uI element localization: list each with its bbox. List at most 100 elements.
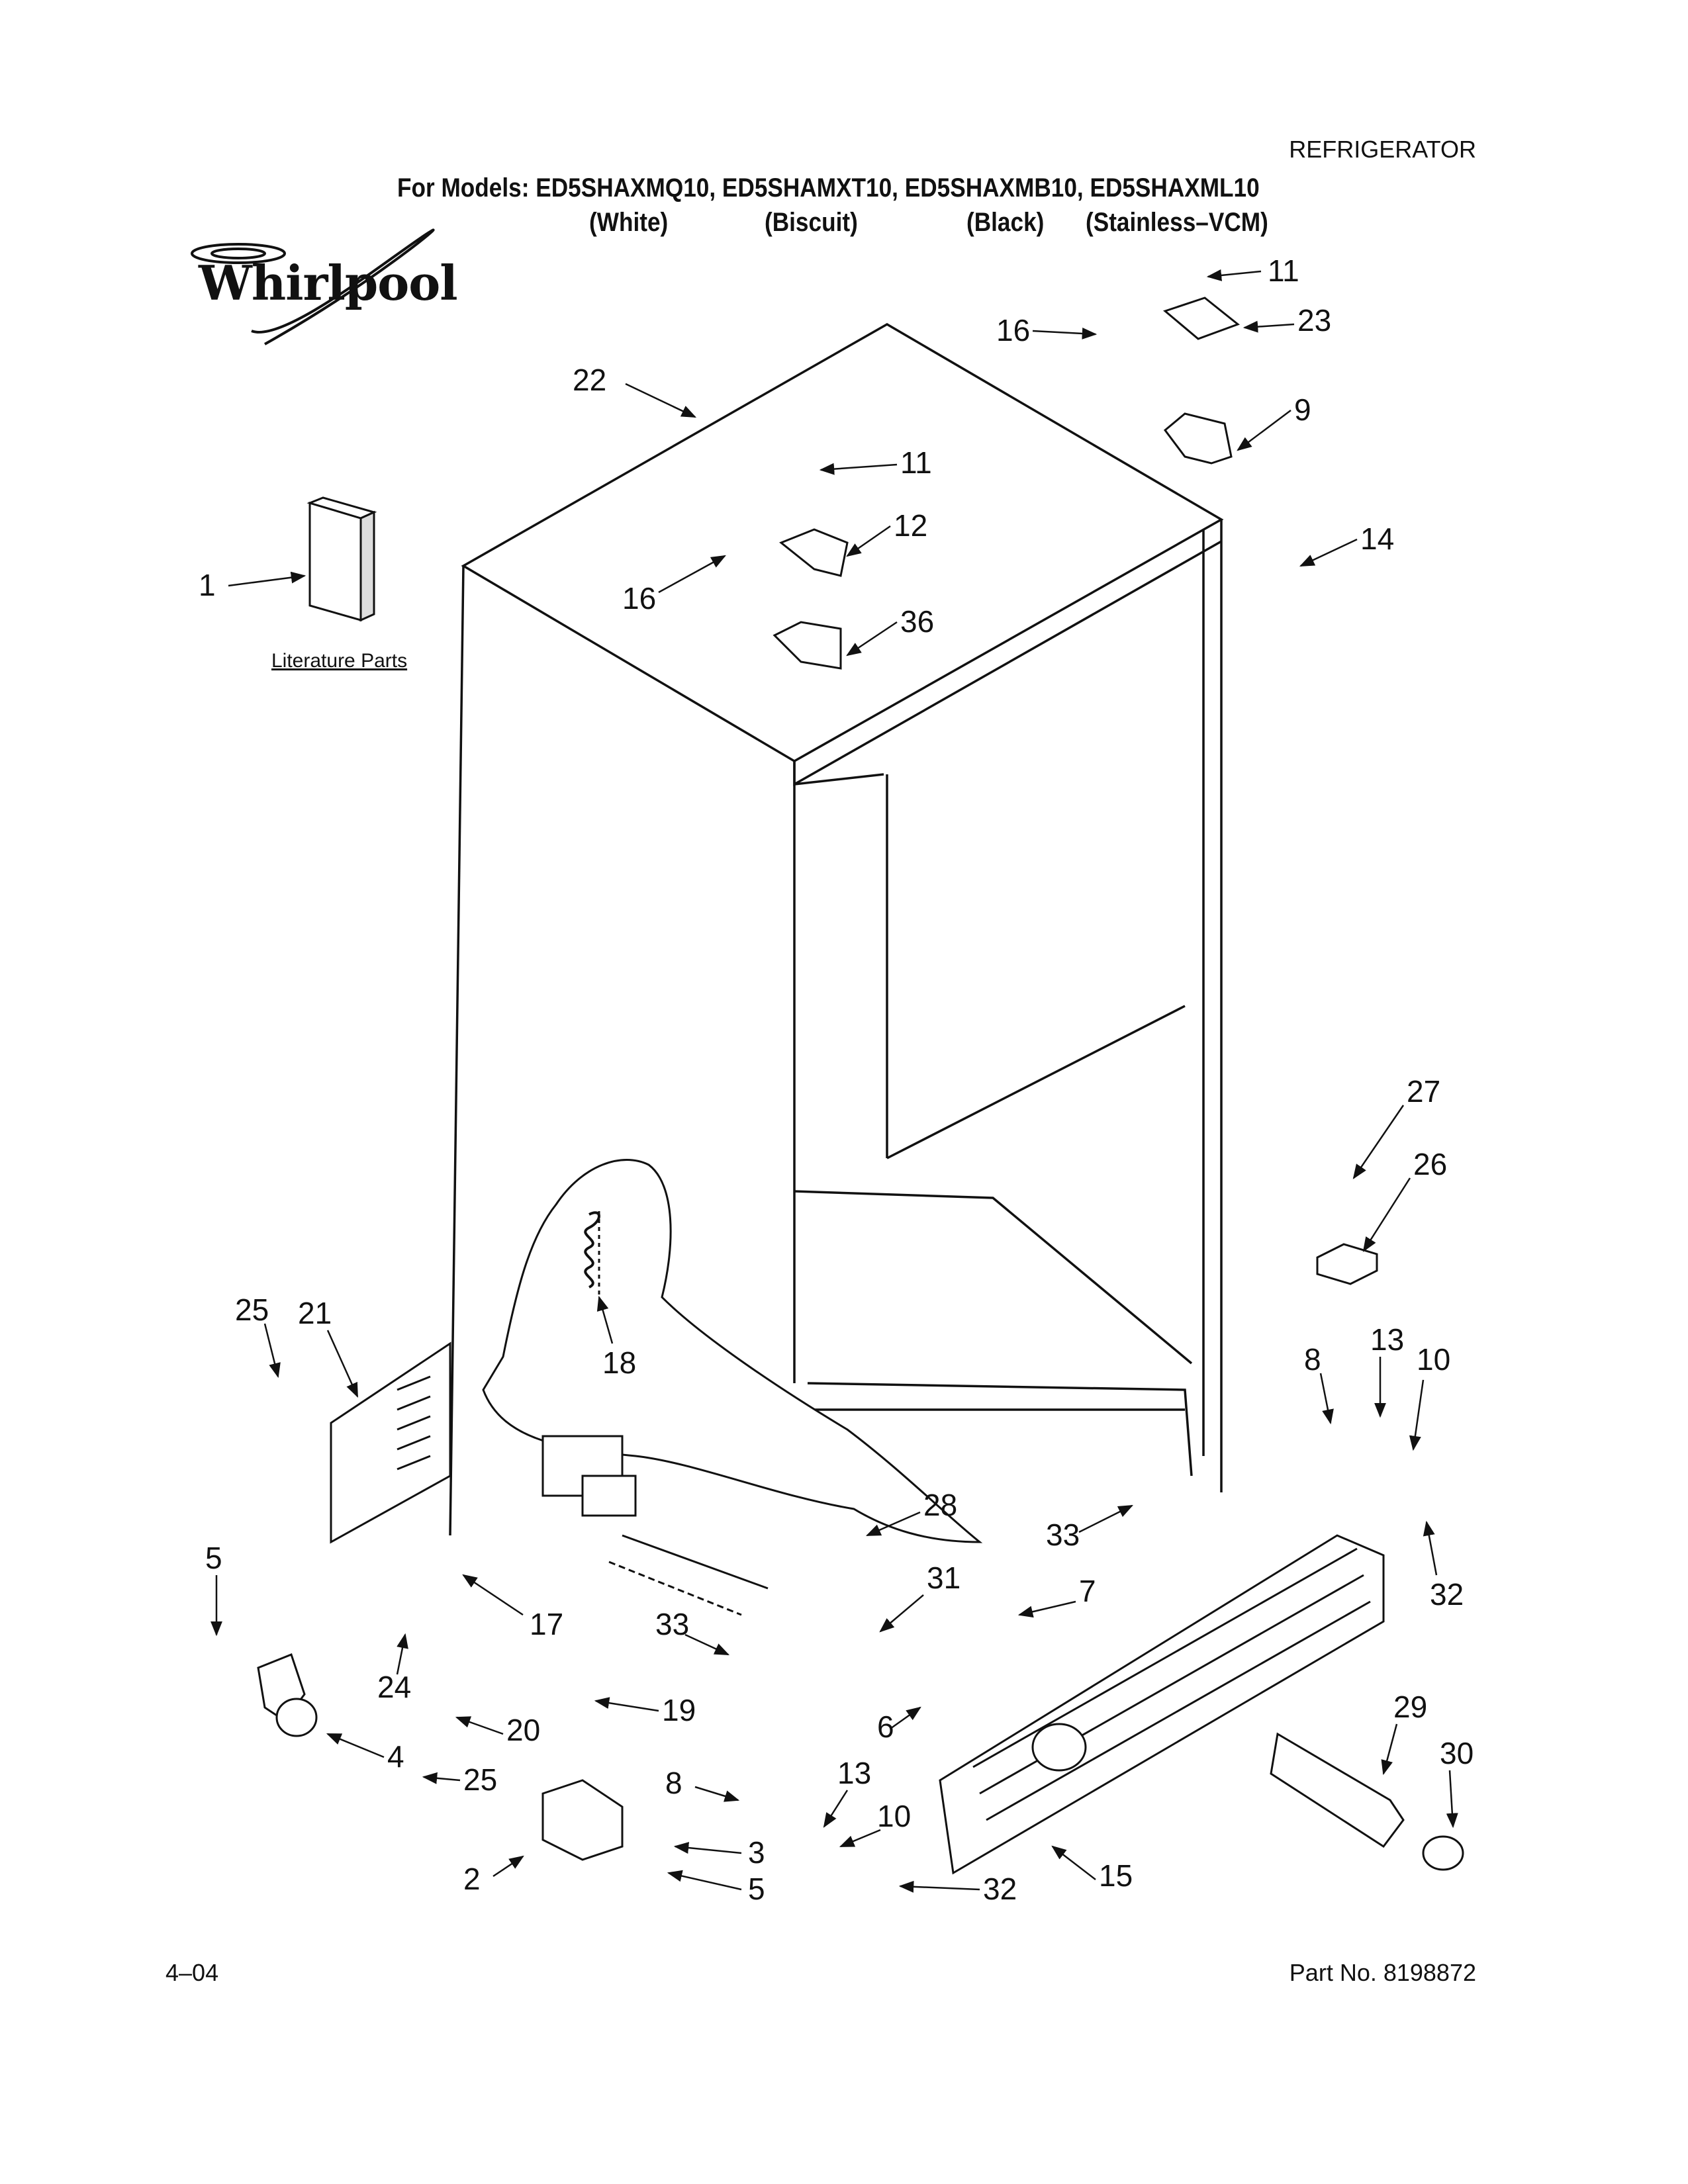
callout-c20: 20 [506, 1713, 540, 1747]
callout-c33a: 33 [1046, 1518, 1080, 1552]
callout-c29: 29 [1393, 1690, 1427, 1724]
callout-c1: 1 [199, 568, 216, 602]
leader-arrow-c30 [1446, 1770, 1458, 1829]
callout-c14: 14 [1360, 522, 1394, 556]
cutaway-view [482, 1159, 983, 1616]
leader-arrow-c9 [1237, 410, 1291, 451]
footer-part-number: Part No. 8198872 [1289, 1959, 1476, 1986]
leader-arrow-c24 [396, 1633, 408, 1675]
callout-c8a: 8 [1304, 1342, 1321, 1377]
callout-c16a: 16 [996, 313, 1030, 347]
leader-arrow-c10b [839, 1829, 881, 1848]
leader-arrow-c10a [1409, 1379, 1425, 1451]
leader-arrow-c28 [865, 1511, 921, 1537]
leader-arrow-c20 [455, 1716, 504, 1735]
leader-arrow-c4 [326, 1733, 385, 1758]
literature-parts-label: Literature Parts [271, 650, 408, 672]
leader-arrow-c2 [492, 1855, 524, 1878]
rear-panel [330, 1342, 451, 1544]
leader-arrow-c3 [673, 1842, 742, 1854]
leader-arrow-c11a [1206, 269, 1262, 281]
leader-arrow-c16a [1032, 327, 1098, 340]
leveling-bracket [541, 1779, 624, 1861]
leader-arrow-c16b [658, 555, 726, 594]
callout-c17: 17 [530, 1607, 563, 1641]
leader-arrow-c31 [879, 1594, 924, 1633]
leader-arrow-c6 [890, 1706, 921, 1730]
water-filter [1270, 1732, 1464, 1871]
leader-arrow-c11b [819, 463, 898, 475]
callout-c16b: 16 [622, 581, 656, 615]
leader-arrow-c8a [1319, 1373, 1334, 1425]
callout-c11a: 11 [1268, 253, 1299, 288]
leader-arrow-c26 [1362, 1177, 1411, 1252]
callout-c7: 7 [1079, 1574, 1096, 1608]
hinge-top-right [1162, 296, 1241, 465]
leader-arrow-c27 [1352, 1105, 1405, 1179]
callout-c13b: 13 [837, 1756, 871, 1790]
leader-arrow-c5b [667, 1870, 742, 1891]
callout-c21: 21 [298, 1296, 332, 1330]
leader-arrow-c18 [596, 1295, 614, 1344]
callout-c9: 9 [1294, 392, 1311, 427]
callout-c18: 18 [602, 1345, 636, 1380]
callout-c2: 2 [463, 1862, 481, 1896]
whirlpool-swirl-icon [191, 228, 435, 345]
color-stainless: (Stainless–VCM) [1086, 208, 1268, 237]
literature-booklet [306, 496, 377, 622]
callout-c31: 31 [927, 1561, 961, 1595]
callout-c32a: 32 [1430, 1577, 1464, 1612]
color-black: (Black) [966, 208, 1045, 237]
callout-c5b: 5 [748, 1872, 765, 1906]
callout-c10a: 10 [1417, 1342, 1450, 1377]
leader-arrow-c19 [594, 1697, 659, 1712]
leader-arrow-c1 [228, 571, 306, 587]
callout-c6: 6 [877, 1709, 894, 1744]
category-label: REFRIGERATOR [1289, 136, 1476, 163]
leader-arrow-c33a [1078, 1504, 1134, 1533]
callout-c26: 26 [1413, 1147, 1447, 1181]
leader-arrow-c23 [1243, 320, 1295, 333]
leader-arrow-c33b [684, 1633, 730, 1656]
footer-date: 4–04 [165, 1959, 219, 1986]
callout-c19: 19 [662, 1693, 696, 1727]
callout-c36: 36 [900, 604, 934, 639]
leader-arrow-c7 [1017, 1600, 1076, 1618]
leader-arrow-c8b [694, 1786, 740, 1802]
roller-assembly [257, 1653, 318, 1737]
leader-arrow-c17 [462, 1574, 524, 1616]
leader-arrow-c29 [1381, 1723, 1398, 1776]
callout-c25a: 25 [235, 1293, 269, 1327]
callout-c24: 24 [377, 1670, 411, 1704]
leader-arrow-c21 [326, 1330, 359, 1398]
callout-c13a: 13 [1370, 1322, 1404, 1357]
callout-c10b: 10 [877, 1799, 911, 1833]
callout-c23: 23 [1297, 303, 1331, 338]
refrigerator-cabinet [449, 322, 1224, 1536]
leader-arrow-c25a [263, 1323, 281, 1379]
color-white: (White) [589, 208, 669, 237]
hinge-bottom-right [1316, 1243, 1378, 1285]
callout-c5a: 5 [205, 1541, 222, 1575]
leader-arrow-c13b [823, 1790, 849, 1828]
leader-arrow-c12 [846, 525, 891, 557]
callout-c11b: 11 [900, 445, 932, 480]
callout-c3: 3 [748, 1835, 765, 1870]
callout-c30: 30 [1440, 1736, 1474, 1770]
color-biscuit: (Biscuit) [765, 208, 858, 237]
callout-c4: 4 [387, 1739, 404, 1774]
callout-c22: 22 [573, 363, 606, 397]
base-grille [939, 1534, 1385, 1875]
callout-c12: 12 [894, 508, 927, 543]
leader-arrow-c32b [898, 1880, 980, 1893]
leader-arrow-c22 [625, 383, 697, 418]
callout-c25b: 25 [463, 1762, 497, 1797]
models-line: For Models: ED5SHAXMQ10, ED5SHAMXT10, ED… [397, 173, 1260, 203]
leader-arrow-c14 [1299, 538, 1358, 567]
leader-arrow-c25b [422, 1772, 461, 1784]
leader-arrow-c36 [846, 621, 898, 657]
callout-c28: 28 [923, 1488, 957, 1522]
callout-c33b: 33 [655, 1607, 689, 1641]
callout-c15: 15 [1099, 1858, 1133, 1893]
